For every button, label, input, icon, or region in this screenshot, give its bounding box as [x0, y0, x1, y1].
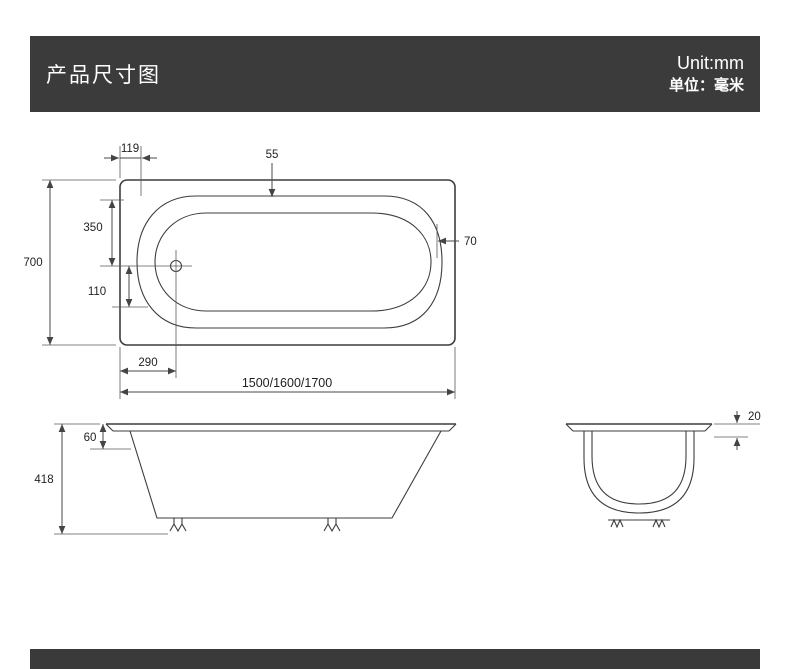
end-rim-cap-right	[704, 423, 713, 432]
side-rim-cap-left	[105, 423, 114, 432]
header-bar: 产品尺寸图 Unit:mm 单位：毫米	[30, 36, 760, 112]
dim-60-label: 60	[84, 432, 97, 444]
side-body-outline	[129, 430, 442, 519]
dim-119-label: 119	[121, 143, 139, 155]
dim-350-label: 350	[83, 222, 102, 234]
dim-70-label: 70	[464, 236, 477, 248]
unit-block: Unit:mm 单位：毫米	[669, 52, 744, 96]
end-rim-cap-left	[565, 423, 574, 432]
side-view-drawing	[105, 423, 457, 533]
bottom-bar	[30, 649, 760, 669]
dim-20-label: 20	[748, 411, 761, 423]
side-foot-left	[169, 518, 187, 533]
end-inner-wall	[591, 431, 687, 505]
foot-glyph	[169, 522, 187, 533]
end-foot-left	[610, 518, 624, 529]
dim-700-label: 700	[23, 257, 42, 269]
tub-inner-rim	[136, 195, 443, 329]
dim-length-label: 1500/1600/1700	[242, 376, 332, 390]
end-view-dimensions: 20	[714, 411, 761, 450]
side-rim-cap-right	[448, 423, 457, 432]
top-view-dimensions: 700 119 55 350 110 70	[23, 143, 477, 399]
side-foot-right	[323, 518, 341, 533]
end-view-drawing	[565, 423, 713, 529]
dim-55-label: 55	[266, 149, 279, 161]
end-outer-wall	[583, 431, 695, 514]
tub-outer-rim	[119, 179, 456, 346]
page-title: 产品尺寸图	[46, 64, 161, 87]
tub-floor-outline	[154, 212, 432, 312]
top-view-drawing	[100, 179, 456, 346]
dim-290-label: 290	[138, 357, 157, 369]
dim-418-label: 418	[34, 474, 53, 486]
dim-110-label: 110	[88, 286, 106, 298]
side-view-dimensions: 60 418	[34, 423, 168, 535]
foot-glyph	[323, 522, 341, 533]
unit-label-en: Unit:mm	[677, 52, 744, 73]
end-foot-right	[652, 518, 666, 529]
unit-label-cn: 单位：毫米	[668, 77, 744, 95]
